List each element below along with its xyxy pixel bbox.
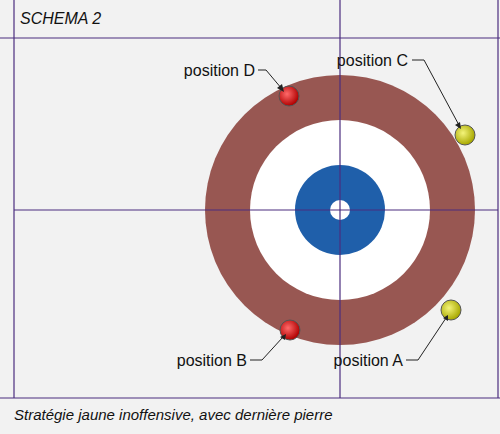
leader-lines bbox=[250, 60, 460, 360]
position-label: position A bbox=[334, 352, 403, 370]
leader-arrows bbox=[277, 84, 461, 340]
stones bbox=[279, 86, 475, 340]
diagram-title: SCHEMA 2 bbox=[20, 10, 101, 28]
diagram-caption: Stratégie jaune inoffensive, avec derniè… bbox=[14, 406, 333, 424]
position-label: position C bbox=[337, 52, 408, 70]
sheet-lines bbox=[0, 0, 500, 398]
position-label: position B bbox=[177, 352, 247, 370]
position-label: position D bbox=[184, 62, 255, 80]
